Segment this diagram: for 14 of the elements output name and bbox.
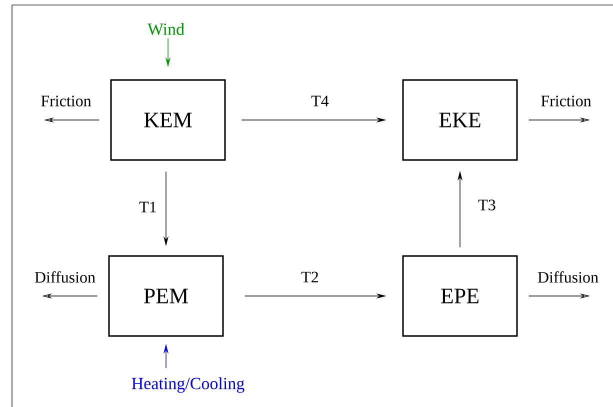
edge-label: T2 bbox=[300, 270, 320, 284]
source-label: Wind bbox=[147, 22, 184, 36]
process-box: KEM bbox=[110, 79, 226, 161]
edge-label: Diffusion bbox=[33, 270, 97, 284]
edge-label: T3 bbox=[477, 198, 497, 212]
process-box: PEM bbox=[108, 255, 224, 337]
edge-label: T1 bbox=[138, 200, 158, 214]
process-box: EPE bbox=[402, 255, 518, 337]
source-label: Heating/Cooling bbox=[132, 377, 244, 393]
edge-label: T4 bbox=[310, 94, 330, 108]
process-box: EKE bbox=[402, 79, 518, 161]
edge-label: Friction bbox=[40, 94, 92, 108]
edge-label: Friction bbox=[540, 94, 592, 108]
edge-label: Diffusion bbox=[536, 270, 600, 284]
